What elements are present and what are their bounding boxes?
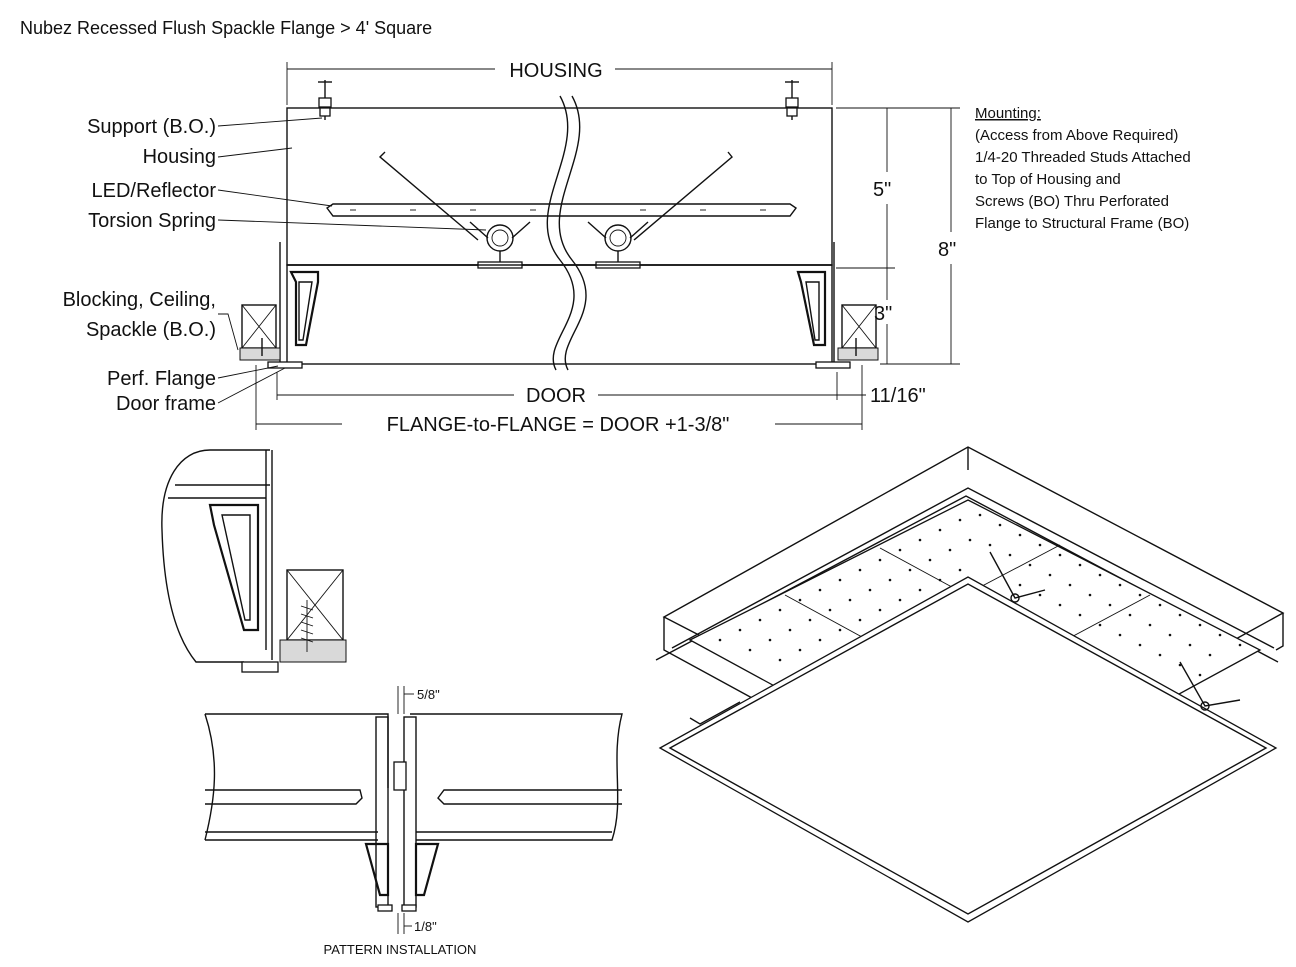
- blocking-left: [239, 304, 281, 361]
- mounting-line: Screws (BO) Thru Perforated: [975, 193, 1169, 210]
- label-door-frame: Door frame: [116, 393, 216, 415]
- detail-view: [161, 449, 347, 673]
- detail-frame-channel: [208, 503, 260, 632]
- perf-flange-right: [815, 361, 851, 369]
- label-support: Support (B.O.): [87, 116, 216, 138]
- mounting-line: 1/4-20 Threaded Studs Attached: [975, 149, 1191, 166]
- mounting-note: Mounting: (Access from Above Required) 1…: [975, 105, 1191, 232]
- frame-channel-right: [796, 270, 827, 347]
- housing-dimension: HOUSING: [509, 60, 602, 82]
- label-led-reflector: LED/Reflector: [92, 180, 217, 202]
- dimension-8in: 8": [938, 239, 956, 261]
- dimension-5in: 5": [873, 179, 891, 201]
- torsion-spring-left: [469, 221, 531, 269]
- door-dimension: DOOR: [526, 385, 586, 407]
- mounting-line: Flange to Structural Frame (BO): [975, 215, 1189, 232]
- support-stud-right: [785, 80, 799, 120]
- isometric-view: [655, 446, 1285, 923]
- housing-outline: [286, 107, 833, 266]
- dimension-1-8: 1/8": [414, 919, 437, 934]
- label-blocking-1: Blocking, Ceiling,: [63, 289, 216, 311]
- blocking-right: [837, 304, 879, 361]
- dimension-3in: 3": [874, 303, 892, 325]
- mounting-line: (Access from Above Required): [975, 127, 1178, 144]
- support-stud-left: [318, 80, 332, 120]
- dimension-5-8: 5/8": [417, 687, 440, 702]
- mounting-heading: Mounting:: [975, 105, 1041, 122]
- mounting-line: to Top of Housing and: [975, 171, 1121, 188]
- drawing-title: Nubez Recessed Flush Spackle Flange > 4'…: [20, 18, 432, 38]
- section-view: HOUSING: [63, 60, 960, 436]
- frame-channel-left: [289, 270, 320, 347]
- iso-perforations: [718, 513, 1242, 677]
- detail-flange: [241, 661, 279, 673]
- label-blocking-2: Spackle (B.O.): [86, 319, 216, 341]
- label-perf-flange: Perf. Flange: [107, 368, 216, 390]
- pattern-caption: PATTERN INSTALLATION: [324, 942, 477, 957]
- pattern-installation: 5/8" 1/8" PATTERN INSTALLATION: [204, 686, 623, 957]
- label-housing: Housing: [143, 146, 216, 168]
- flange-to-flange-dimension: FLANGE-to-FLANGE = DOOR +1-3/8": [387, 414, 730, 436]
- label-torsion-spring: Torsion Spring: [88, 210, 216, 232]
- dimension-11-16: 11/16": [870, 385, 926, 407]
- torsion-spring-right: [587, 221, 649, 269]
- led-reflector-bar: [325, 203, 798, 217]
- iso-door-panel: [658, 576, 1278, 923]
